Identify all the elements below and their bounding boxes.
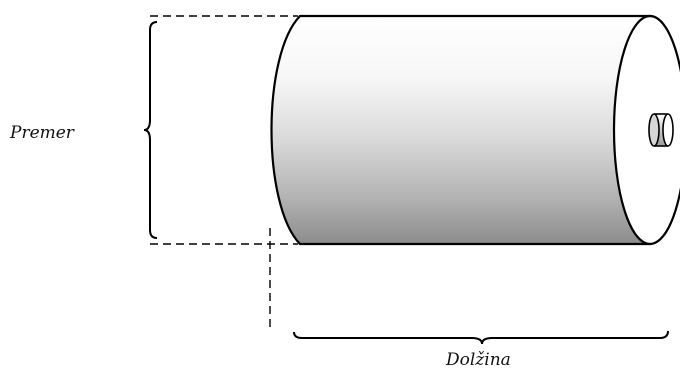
- terminal-nub: [648, 113, 674, 147]
- cylinder-body: [270, 14, 652, 246]
- length-brace: [293, 330, 669, 345]
- diameter-brace: [143, 21, 158, 239]
- length-label: Dolžina: [445, 350, 511, 370]
- cylinder-end-face: [612, 14, 680, 246]
- diameter-label: Premer: [9, 123, 75, 143]
